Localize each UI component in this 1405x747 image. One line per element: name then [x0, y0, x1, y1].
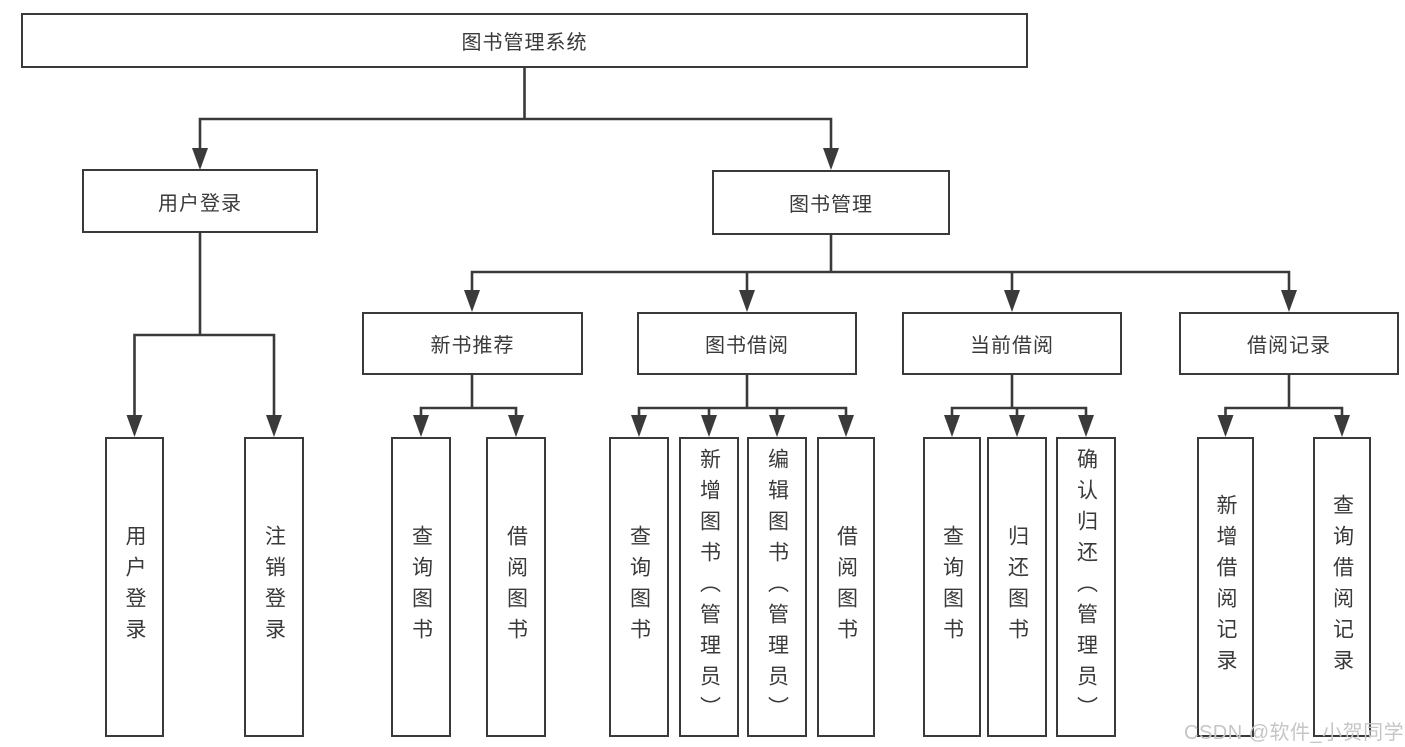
arrow-down-icon — [1078, 415, 1094, 437]
arrow-down-icon — [1334, 415, 1350, 437]
node-label: 查询图书 — [627, 525, 651, 649]
node-current-borrow: 当前借阅 — [902, 312, 1122, 375]
arrow-down-icon — [126, 415, 143, 437]
node-label: 归还图书 — [1005, 525, 1029, 649]
node-label: 借阅图书 — [504, 525, 528, 649]
node-label: 图书借阅 — [705, 335, 789, 357]
node-label: 借阅图书 — [834, 525, 858, 649]
leaf-add-books-admin: 新增图书（管理员） — [679, 437, 739, 737]
node-label: 用户登录 — [158, 192, 242, 215]
node-book-management: 图书管理 — [712, 170, 950, 235]
arrow-down-icon — [192, 148, 208, 170]
node-borrow-records: 借阅记录 — [1179, 312, 1399, 375]
arrow-down-icon — [838, 415, 854, 437]
arrow-down-icon — [1004, 290, 1020, 312]
node-label: 图书管理系统 — [461, 32, 588, 54]
node-new-book-recommend: 新书推荐 — [362, 312, 583, 375]
arrow-down-icon — [1009, 415, 1025, 437]
arrow-down-icon — [266, 415, 282, 437]
arrow-down-icon — [944, 415, 960, 437]
arrow-down-icon — [1281, 290, 1297, 312]
leaf-borrow-books-recommend: 借阅图书 — [486, 437, 546, 737]
arrow-down-icon — [631, 415, 647, 437]
node-label: 新书推荐 — [430, 335, 515, 357]
arrow-down-icon — [701, 415, 717, 437]
arrow-down-icon — [739, 290, 755, 312]
arrow-down-icon — [1217, 415, 1234, 437]
arrow-down-icon — [769, 415, 785, 437]
node-label: 查询图书 — [409, 525, 433, 649]
leaf-query-borrow-record: 查询借阅记录 — [1313, 437, 1371, 737]
leaf-add-borrow-record: 新增借阅记录 — [1197, 437, 1254, 737]
node-label: 新增图书（管理员） — [697, 447, 721, 727]
node-book-borrow: 图书借阅 — [637, 312, 857, 375]
leaf-query-books-recommend: 查询图书 — [391, 437, 451, 737]
node-label: 当前借阅 — [970, 335, 1054, 357]
node-library-management-system: 图书管理系统 — [21, 13, 1028, 68]
csdn-watermark: CSDN @软件_小贺同学 — [1184, 722, 1405, 744]
leaf-query-books-current: 查询图书 — [923, 437, 981, 737]
arrow-down-icon — [823, 148, 839, 170]
arrow-down-icon — [508, 415, 524, 437]
leaf-edit-books-admin: 编辑图书（管理员） — [747, 437, 807, 737]
node-label: 用户登录 — [123, 525, 146, 649]
node-label: 查询图书 — [940, 525, 964, 649]
node-user-login: 用户登录 — [82, 169, 318, 233]
leaf-confirm-return-admin: 确认归还（管理员） — [1056, 437, 1116, 737]
leaf-borrow-books: 借阅图书 — [817, 437, 875, 737]
node-label: 注销登录 — [262, 525, 286, 649]
node-label: 借阅记录 — [1247, 335, 1331, 357]
node-label: 确认归还（管理员） — [1074, 447, 1098, 727]
leaf-return-books: 归还图书 — [987, 437, 1047, 737]
leaf-query-books-borrow: 查询图书 — [609, 437, 669, 737]
node-label: 查询借阅记录 — [1330, 494, 1354, 680]
arrow-down-icon — [464, 290, 480, 312]
leaf-logout-login: 注销登录 — [244, 437, 304, 737]
arrow-down-icon — [413, 415, 429, 437]
node-label: 图书管理 — [789, 194, 873, 216]
node-label: 新增借阅记录 — [1214, 494, 1237, 680]
node-label: 编辑图书（管理员） — [765, 447, 789, 727]
leaf-user-login: 用户登录 — [105, 437, 164, 737]
